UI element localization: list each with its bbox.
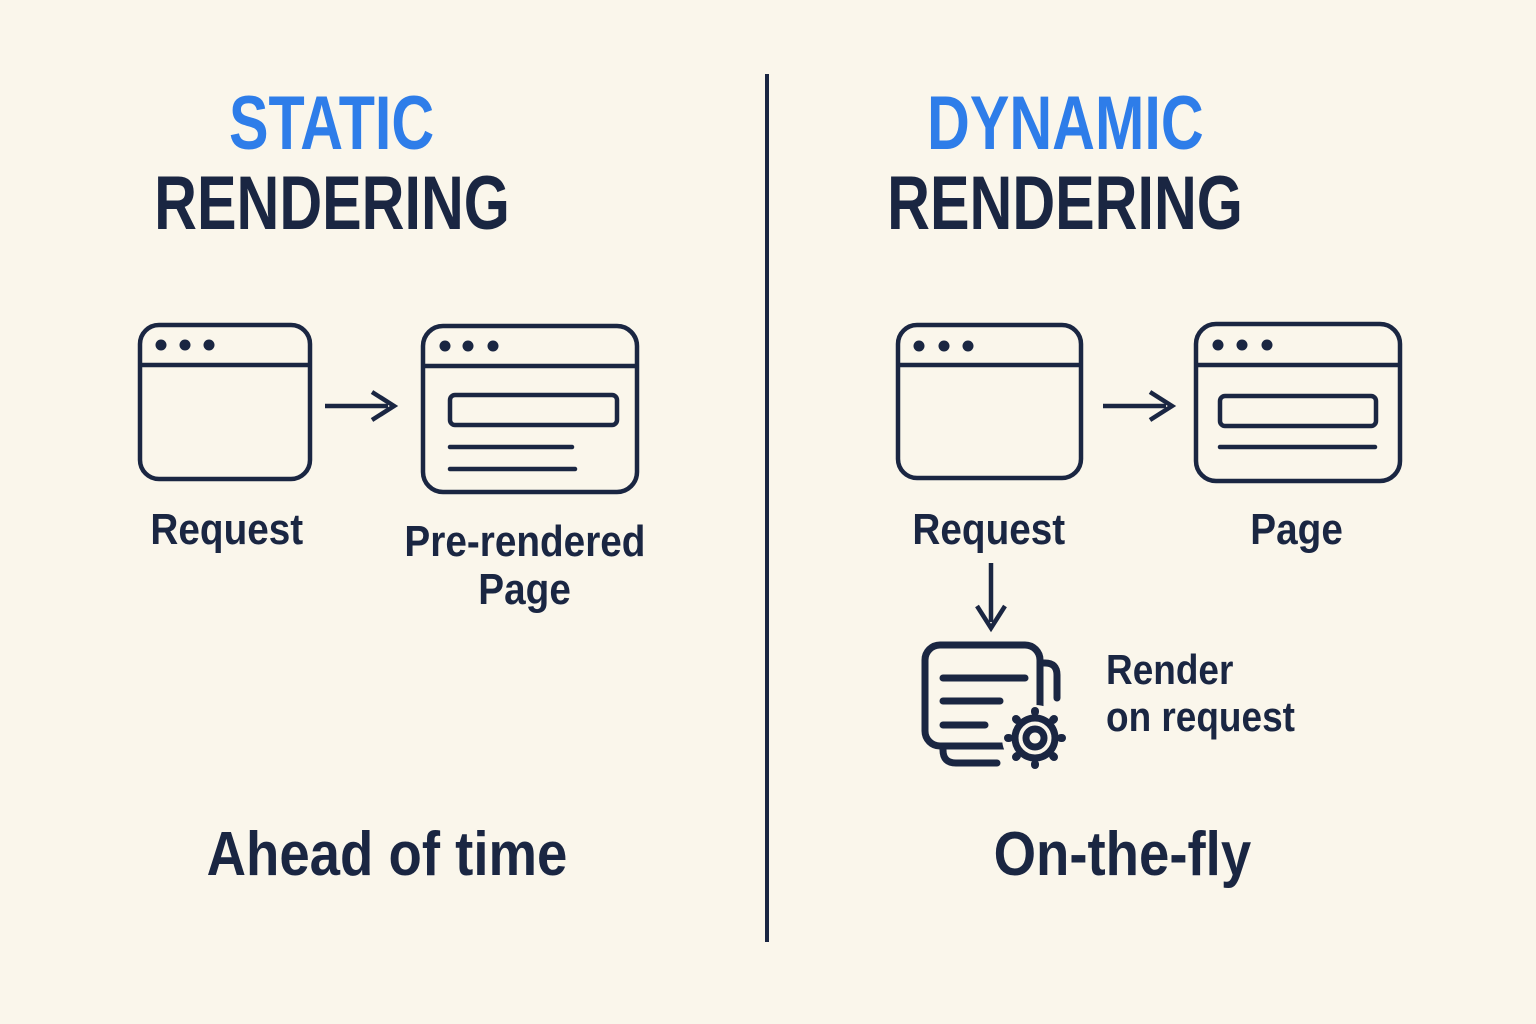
browser-window-icon <box>895 322 1084 481</box>
arrow-down-icon <box>973 560 1009 636</box>
browser-window-content-icon <box>420 323 640 495</box>
render-on-request-label: Render on request <box>1106 646 1295 740</box>
ahead-of-time-label: Ahead of time <box>206 820 568 889</box>
request-label: Request <box>150 505 304 554</box>
arrow-right-icon <box>322 388 402 424</box>
page-label: Page <box>1250 505 1344 554</box>
arrow-right-icon <box>1100 388 1180 424</box>
title-word-rendering: RENDERING <box>154 161 510 246</box>
static-rendering-title: STATIC RENDERING <box>82 84 582 244</box>
gear-glyph <box>1002 705 1068 771</box>
column-divider <box>765 74 769 942</box>
browser-window-content-icon <box>1193 321 1403 484</box>
on-the-fly-label: On-the-fly <box>993 820 1251 889</box>
title-word-dynamic: DYNAMIC <box>926 81 1204 166</box>
request-label: Request <box>912 505 1066 554</box>
documents-gear-icon <box>918 640 1070 775</box>
pre-rendered-page-label: Pre-rendered Page <box>404 517 646 614</box>
title-word-rendering: RENDERING <box>887 161 1243 246</box>
browser-window-icon <box>137 322 313 482</box>
dynamic-rendering-title: DYNAMIC RENDERING <box>815 84 1315 244</box>
title-word-static: STATIC <box>229 81 435 166</box>
